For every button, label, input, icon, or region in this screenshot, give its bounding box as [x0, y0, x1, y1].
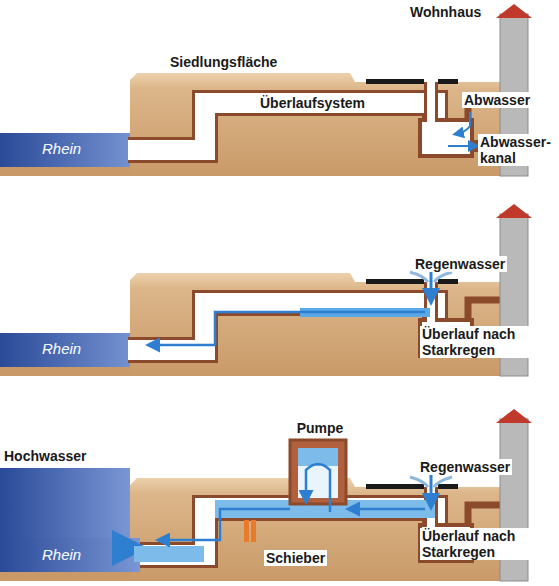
label: Abwasser- kanal	[478, 134, 558, 166]
label: Abwasser	[462, 92, 532, 108]
label: Rhein	[42, 547, 81, 563]
label: Rhein	[42, 141, 81, 157]
node-text: Pumpe	[282, 420, 358, 436]
pump-box: Pumpe	[282, 420, 358, 506]
label: Rhein	[42, 341, 81, 357]
label: Regenwasser	[413, 256, 507, 272]
label: Wohnhaus	[410, 4, 481, 20]
label: Schieber	[264, 550, 327, 566]
label: Regenwasser	[418, 459, 512, 475]
label: Siedlungsfläche	[170, 54, 277, 70]
label: Überlauf nach Starkregen	[420, 528, 536, 560]
label: Überlauf nach Starkregen	[420, 326, 536, 358]
label: Hochwasser	[4, 448, 86, 464]
label: Überlaufsystem	[258, 95, 367, 111]
